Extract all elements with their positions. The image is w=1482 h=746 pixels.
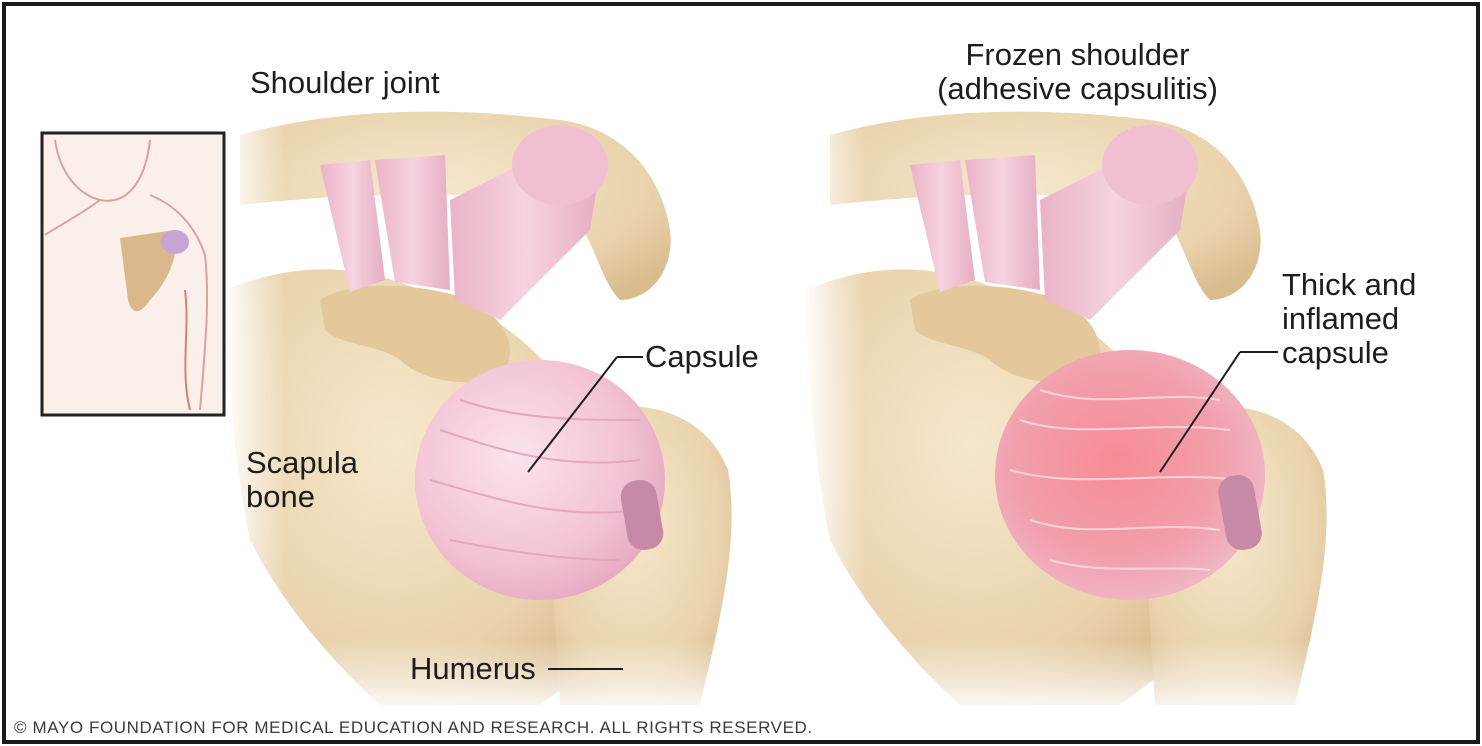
acromion-joint [512, 125, 608, 205]
inflamed-capsule-label: Thick and inflamed capsule [1282, 268, 1416, 370]
capsule-label: Capsule [645, 340, 759, 374]
body-inset [42, 133, 224, 415]
joint-capsule [415, 360, 665, 600]
scapula-bone-label: Scapula bone [246, 446, 358, 514]
shoulder-joint-title: Shoulder joint [250, 66, 440, 100]
frozen-shoulder-title: Frozen shoulder (adhesive capsulitis) [920, 38, 1235, 106]
copyright-notice: © MAYO FOUNDATION FOR MEDICAL EDUCATION … [14, 718, 813, 738]
humerus-label: Humerus [410, 652, 536, 686]
